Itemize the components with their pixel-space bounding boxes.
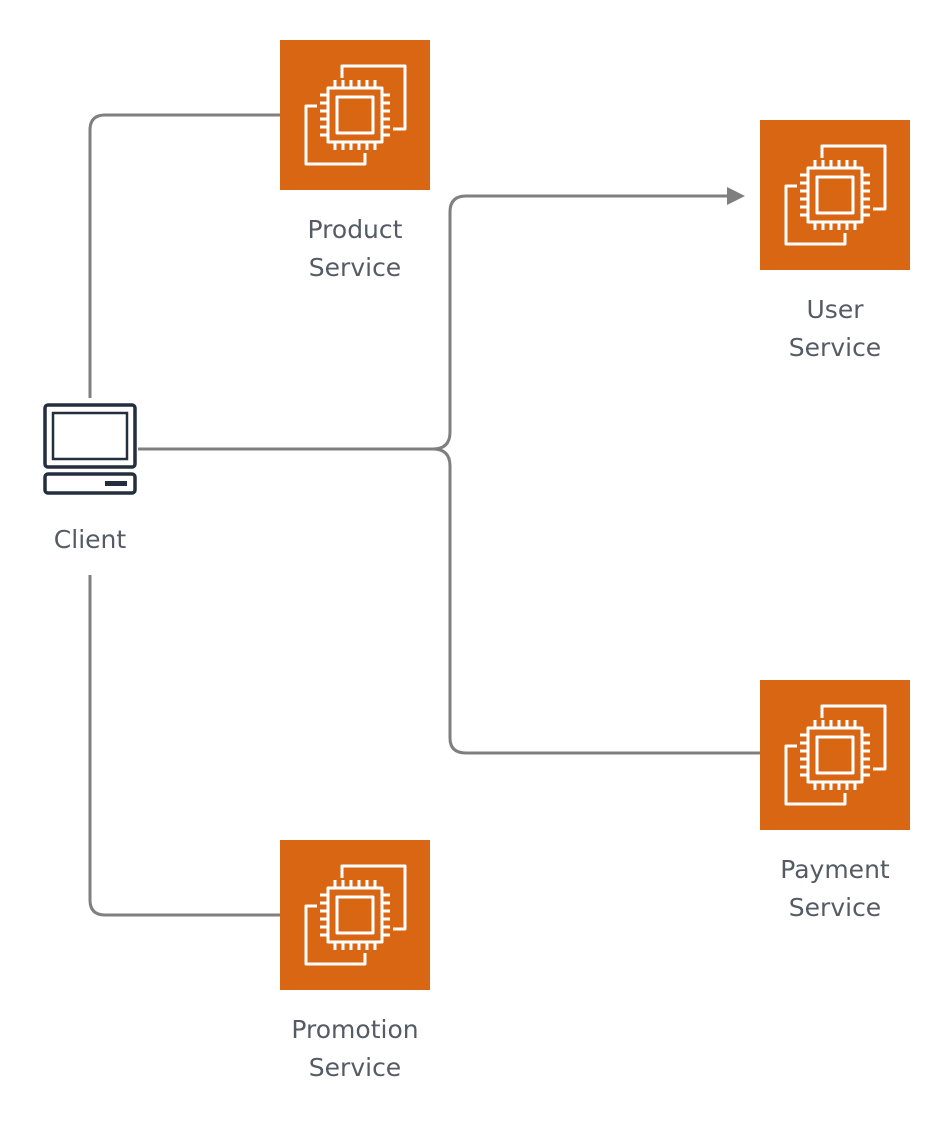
connector-client-promotion [88, 575, 280, 917]
user-service-label: User Service [725, 291, 945, 367]
connector-client-payment [432, 447, 760, 755]
client-label-text: Client [53, 525, 127, 554]
desktop-computer-icon [43, 403, 137, 495]
product-service-ec2-icon [280, 40, 430, 190]
promotion-service-ec2-icon [280, 840, 430, 990]
product-service-label-line2: Service [308, 253, 402, 282]
payment-service-label-line1: Payment [780, 855, 890, 884]
promotion-service-label-line1: Promotion [291, 1015, 419, 1044]
client-label: Client [0, 521, 200, 559]
connector-client-product [88, 113, 280, 398]
promotion-service-label: Promotion Service [245, 1011, 465, 1087]
connectors [88, 113, 760, 917]
payment-service-label-line2: Service [788, 893, 882, 922]
promotion-service-label-line2: Service [308, 1053, 402, 1082]
user-service-label-line1: User [806, 295, 864, 324]
product-service-label: Product Service [245, 211, 465, 287]
payment-service-label: Payment Service [725, 851, 945, 927]
product-service-label-line1: Product [307, 215, 403, 244]
user-service-ec2-icon [760, 120, 910, 270]
connector-client-user [138, 187, 745, 451]
user-service-label-line2: Service [788, 333, 882, 362]
payment-service-ec2-icon [760, 680, 910, 830]
